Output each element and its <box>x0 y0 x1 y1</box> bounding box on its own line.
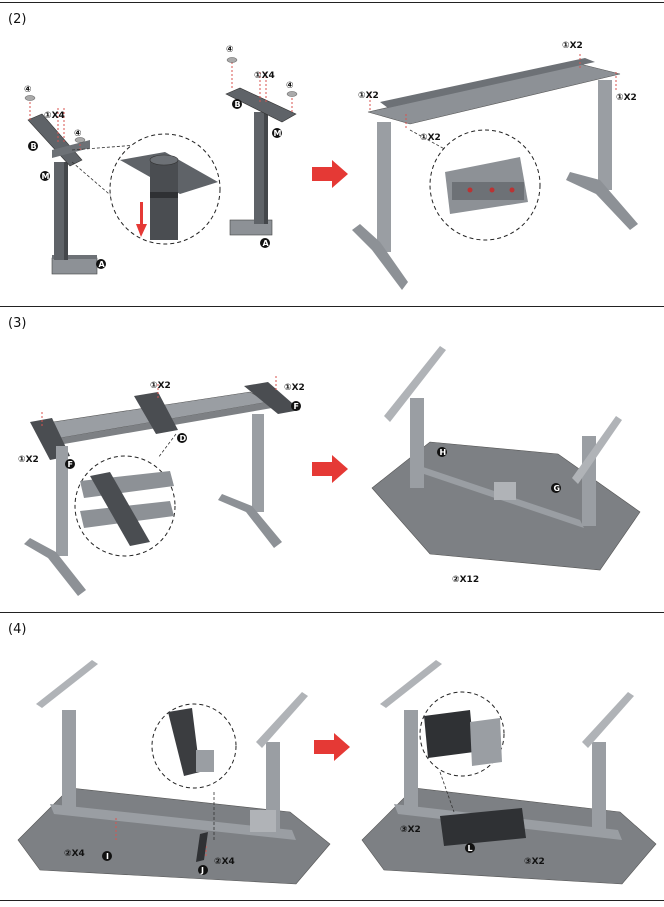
frame-on-desktop <box>371 346 641 571</box>
callout-1x2: ①X2 <box>616 93 637 103</box>
desk-with-cable-tray <box>361 660 657 885</box>
callout-2x4: ②X4 <box>214 857 235 867</box>
letter-b: B <box>31 142 37 151</box>
callout-1x2: ①X2 <box>562 41 583 51</box>
letter-a: A <box>263 239 270 248</box>
step-4: (4) ②X4 I J ②X4 <box>0 612 664 900</box>
letter-m: M <box>42 172 50 181</box>
letter-b: B <box>235 100 241 109</box>
callout-4: ④ <box>24 85 32 95</box>
callout-1x2: ①X2 <box>18 455 39 465</box>
callout-1x4: ①X4 <box>254 71 275 81</box>
top-rule <box>0 2 664 3</box>
badge-d <box>177 433 187 443</box>
rule-after-step-3 <box>0 612 664 613</box>
badge-b <box>232 99 242 109</box>
badge-g <box>551 483 561 493</box>
desk-before-cable-tray <box>17 660 331 885</box>
callout-1x2: ①X2 <box>420 133 441 143</box>
step-label: (2) <box>8 12 27 27</box>
badge-j <box>198 865 208 875</box>
step-3: (3) ①X2 ①X2 ①X2 F F D <box>0 306 664 612</box>
callout-2x4: ②X4 <box>64 849 85 859</box>
badge-f <box>291 401 301 411</box>
callout-3x2: ③X2 <box>524 857 545 867</box>
letter-l: L <box>468 844 473 853</box>
step-2: (2) ④ ①X4 ④ B M A <box>0 2 664 306</box>
callout-1x2: ①X2 <box>150 381 171 391</box>
step-label: (3) <box>8 316 27 331</box>
callout-3x2: ③X2 <box>400 825 421 835</box>
next-step-arrow <box>314 733 350 761</box>
bottom-rule <box>0 900 664 901</box>
callout-1x2: ①X2 <box>284 383 305 393</box>
letter-g: G <box>554 484 561 493</box>
letter-m: M <box>274 129 282 138</box>
letter-f: F <box>68 460 73 469</box>
callout-2x12: ②X12 <box>452 575 479 585</box>
letter-i: I <box>106 852 109 861</box>
callout-4: ④ <box>226 45 234 55</box>
badge-l <box>465 843 475 853</box>
badge-h <box>437 447 447 457</box>
letter-d: D <box>180 434 187 443</box>
next-step-arrow <box>312 455 348 483</box>
rule-after-step-2 <box>0 306 664 307</box>
step-4-illustration: ②X4 I J ②X4 ③X2 L ③X2 <box>17 660 657 885</box>
frame-with-brackets <box>24 376 300 596</box>
letter-j: J <box>200 866 204 875</box>
callout-1x4: ①X4 <box>44 111 65 121</box>
badge-i <box>102 851 112 861</box>
badge-b <box>28 141 38 151</box>
badge-m <box>272 128 282 138</box>
badge-m <box>40 171 50 181</box>
badge-a <box>260 238 270 248</box>
step-label: (4) <box>8 622 27 637</box>
step-3-illustration: ①X2 ①X2 ①X2 F F D H G ②X12 <box>18 346 641 596</box>
callout-4: ④ <box>286 81 294 91</box>
letter-h: H <box>440 448 447 457</box>
assembled-frame <box>352 54 638 290</box>
next-step-arrow <box>312 160 348 188</box>
leg-assembly-2 <box>225 57 298 236</box>
badge-f <box>65 459 75 469</box>
letter-a: A <box>99 260 106 269</box>
badge-a <box>96 259 106 269</box>
step-2-illustration: ④ ①X4 ④ B M A <box>24 41 638 290</box>
callout-1x2: ①X2 <box>358 91 379 101</box>
callout-4: ④ <box>74 129 82 139</box>
letter-f: F <box>294 402 299 411</box>
leg-assembly-1 <box>24 95 98 275</box>
detail-zoom-circle <box>71 133 221 245</box>
